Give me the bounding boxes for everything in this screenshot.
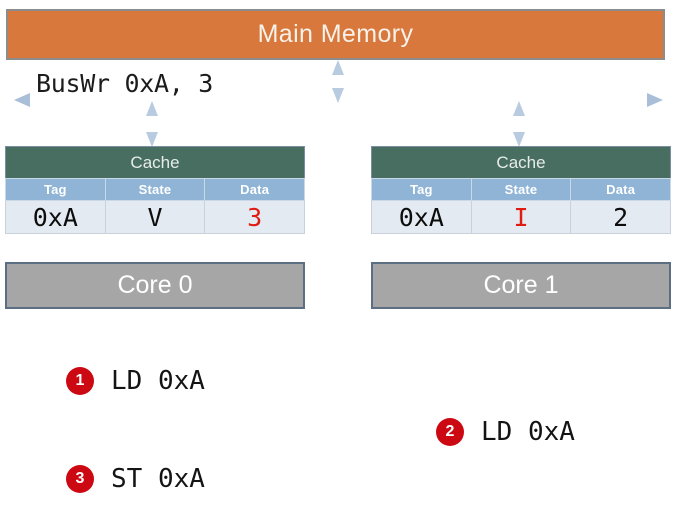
- core-block-0: Core 0: [5, 262, 305, 309]
- core-block-1: Core 1: [371, 262, 671, 309]
- cache-0-col-tag: Tag: [5, 178, 106, 201]
- cache-0-title: Cache: [130, 153, 180, 172]
- cache-0-data-row: 0xA V 3: [5, 200, 305, 234]
- cache-0-col-data: Data: [204, 178, 305, 201]
- cache-0-data-value: 3: [204, 200, 305, 234]
- cache-1-table: Tag State Data 0xA I 2: [371, 178, 671, 234]
- cache-1-state-value: I: [470, 200, 572, 234]
- cache-0-title-bar: Cache: [5, 146, 305, 178]
- cache-1-data-row: 0xA I 2: [371, 200, 671, 234]
- step-number-badge-3: 3: [66, 465, 94, 493]
- cache-1-col-tag: Tag: [371, 178, 472, 201]
- step-number-badge-2: 2: [436, 418, 464, 446]
- cache-1-tag-value: 0xA: [371, 200, 472, 234]
- cache-0-tag-value: 0xA: [5, 200, 106, 234]
- cache-1-title-bar: Cache: [371, 146, 671, 178]
- cache-1-title: Cache: [496, 153, 546, 172]
- connector-cache0-bus: [146, 101, 158, 147]
- instruction-step-3: 3 ST 0xA: [66, 465, 205, 493]
- main-memory-block: Main Memory: [6, 9, 665, 60]
- main-memory-label: Main Memory: [257, 20, 414, 48]
- instruction-step-2: 2 LD 0xA: [436, 418, 575, 446]
- cache-0-state-value: V: [104, 200, 206, 234]
- cache-1-col-state: State: [470, 178, 572, 201]
- instruction-step-1: 1 LD 0xA: [66, 367, 205, 395]
- cache-1-data-value: 2: [570, 200, 671, 234]
- step-number-badge-1: 1: [66, 367, 94, 395]
- cache-0-table: Tag State Data 0xA V 3: [5, 178, 305, 234]
- instruction-text-1: LD 0xA: [111, 366, 205, 396]
- bus-lines: [14, 60, 663, 147]
- bus-transaction-label: BusWr 0xA, 3: [36, 69, 214, 98]
- cache-1-col-data: Data: [570, 178, 671, 201]
- cache-0-header-row: Tag State Data: [5, 178, 305, 201]
- cache-block-1: Cache Tag State Data 0xA I 2: [371, 146, 671, 234]
- cache-1-header-row: Tag State Data: [371, 178, 671, 201]
- connector-memory-bus: [332, 60, 344, 103]
- instruction-text-2: LD 0xA: [481, 417, 575, 447]
- instruction-text-3: ST 0xA: [111, 464, 205, 494]
- core-0-label: Core 0: [117, 271, 193, 299]
- cache-block-0: Cache Tag State Data 0xA V 3: [5, 146, 305, 234]
- core-1-label: Core 1: [483, 271, 559, 299]
- connector-cache1-bus: [513, 101, 525, 147]
- cache-0-col-state: State: [104, 178, 206, 201]
